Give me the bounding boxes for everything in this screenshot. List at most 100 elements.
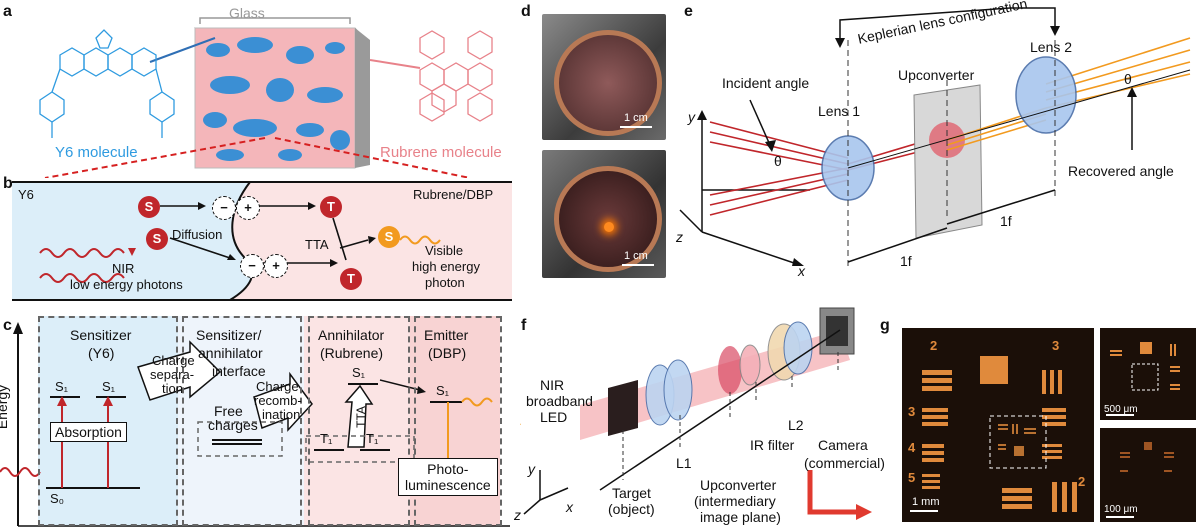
interface-label-2: annihilator [198, 345, 263, 361]
upconverter-label-e: Upconverter [898, 67, 975, 83]
charge-separation-2: separa- [150, 367, 195, 382]
energy-axis-label: Energy [0, 384, 11, 430]
camera-label-1: Camera [818, 437, 868, 453]
ir-filter-label: IR filter [750, 437, 795, 453]
charge-recombination-3: ination [262, 407, 301, 422]
b-y6-label: Y6 [18, 187, 34, 202]
target-label-2: (object) [608, 501, 655, 517]
focal-1f-1: 1f [900, 253, 912, 269]
f-upconverter-3: image plane) [700, 509, 781, 525]
scale-bar-d2 [622, 264, 654, 266]
charge-recombination-1: Charge [256, 379, 299, 394]
b-rubrene-dbp-label: Rubrene/DBP [413, 187, 494, 202]
upconversion-spot [604, 222, 614, 232]
f-upconverter-1: Upconverter [700, 477, 777, 493]
scale-label-d2: 1 cm [624, 250, 648, 262]
singlet-s-1: S [138, 196, 160, 218]
free-charges-1: Free [214, 403, 243, 419]
usaf-zoom-1-bars [1106, 342, 1180, 416]
nir-led-3: LED [540, 409, 568, 425]
device-photo-2: 1 cm [542, 150, 666, 278]
panel-e-graphic [679, 7, 1191, 268]
c-tta-label: TTA [353, 406, 368, 428]
panel-label-f: f [521, 317, 527, 334]
singlet-s-2: S [146, 228, 168, 250]
charge-plus-2: + [264, 254, 288, 278]
annihilator-sub-label: (Rubrene) [320, 345, 384, 361]
interface-label-1: Sensitizer/ [196, 327, 262, 343]
focal-1f-2: 1f [1000, 213, 1012, 229]
usaf-group-5: 5 [908, 470, 916, 485]
triplet-t-2: T [340, 268, 362, 290]
photon-label: photon [425, 275, 465, 290]
charge-minus-2: − [240, 254, 264, 278]
e-z-axis-label: z [676, 229, 683, 245]
absorption-box: Absorption [50, 422, 127, 442]
panel-f-graphic [520, 307, 872, 520]
panel-label-c: c [3, 317, 12, 334]
visible-label: Visible [425, 243, 464, 258]
usaf-zoom-1: 500 μm [1100, 328, 1196, 420]
usaf-group-4: 4 [908, 440, 916, 455]
emitter-sub-label: (DBP) [428, 345, 467, 361]
device-disk-2 [554, 166, 662, 272]
usaf-group-2b: 2 [1078, 474, 1086, 489]
low-energy-label: low energy photons [70, 277, 183, 292]
high-energy-label: high energy [412, 259, 480, 274]
nir-led-2: broadband [526, 393, 593, 409]
annihilator-label: Annihilator [318, 327, 385, 343]
theta-recovered: θ [1124, 71, 1132, 87]
recovered-angle-label: Recovered angle [1068, 163, 1174, 179]
t1-level-1: T₁ [320, 431, 333, 446]
diffusion-label: Diffusion [172, 227, 223, 242]
f-upconverter-2: (intermediary [694, 493, 776, 509]
s1-level-annihilator: S₁ [352, 365, 366, 380]
scale-label-d1: 1 cm [624, 112, 648, 124]
f-z-axis-label: z [514, 507, 521, 523]
panel-label-b: b [3, 175, 13, 192]
pl-line-2: luminescence [405, 477, 491, 493]
panel-b-graphic [12, 181, 512, 301]
nir-led-1: NIR [540, 377, 565, 393]
s1-level-1: S₁ [55, 379, 69, 394]
panel-label-e: e [684, 3, 693, 20]
interface-box [182, 316, 302, 526]
g-scale-1mm: 1 mm [912, 496, 940, 508]
sensitizer-box [38, 316, 178, 526]
charge-recombination-2: recomb- [254, 393, 302, 408]
glass-label: Glass [229, 5, 265, 21]
usaf-group-2a: 2 [930, 338, 938, 353]
lens1-label: Lens 1 [818, 103, 861, 119]
usaf-group-3b: 3 [908, 404, 916, 419]
panel-c-graphic [0, 316, 510, 527]
annihilator-box [308, 316, 410, 526]
triplet-t-1: T [320, 196, 342, 218]
emitter-box [414, 316, 502, 526]
device-disk-1 [554, 30, 662, 136]
y6-molecule-label: Y6 molecule [55, 144, 138, 161]
f-x-axis-label: x [566, 499, 573, 515]
emitter-label: Emitter [424, 327, 469, 343]
sensitizer-label: Sensitizer [70, 327, 132, 343]
target-label-1: Target [612, 485, 651, 501]
usaf-zoom-2: 100 μm [1100, 428, 1196, 522]
s1-level-emitter: S₁ [436, 383, 450, 398]
free-charges-2: charges [208, 417, 258, 433]
usaf-target-image: 2 3 4 5 3 2 1 mm [902, 328, 1094, 522]
t1-level-2: T₁ [366, 431, 379, 446]
nir-label: NIR [112, 261, 135, 276]
incident-angle-label: Incident angle [722, 75, 810, 91]
panel-label-a: a [3, 3, 12, 20]
e-y-axis-label: y [688, 109, 695, 125]
lens2-label: Lens 2 [1030, 39, 1073, 55]
f-y-axis-label: y [528, 461, 535, 477]
s0-level: S₀ [50, 491, 65, 506]
panel-a-graphic [39, 17, 493, 178]
singlet-s-emitter: S [378, 226, 400, 248]
interface-label-3: interface [212, 363, 266, 379]
g-scale-100um: 100 μm [1104, 504, 1138, 515]
charge-separation-1: Charge [152, 353, 195, 368]
b-tta-label: TTA [305, 237, 329, 252]
usaf-zoom-2-bars [1106, 442, 1174, 518]
g-scale-500um: 500 μm [1104, 404, 1138, 415]
